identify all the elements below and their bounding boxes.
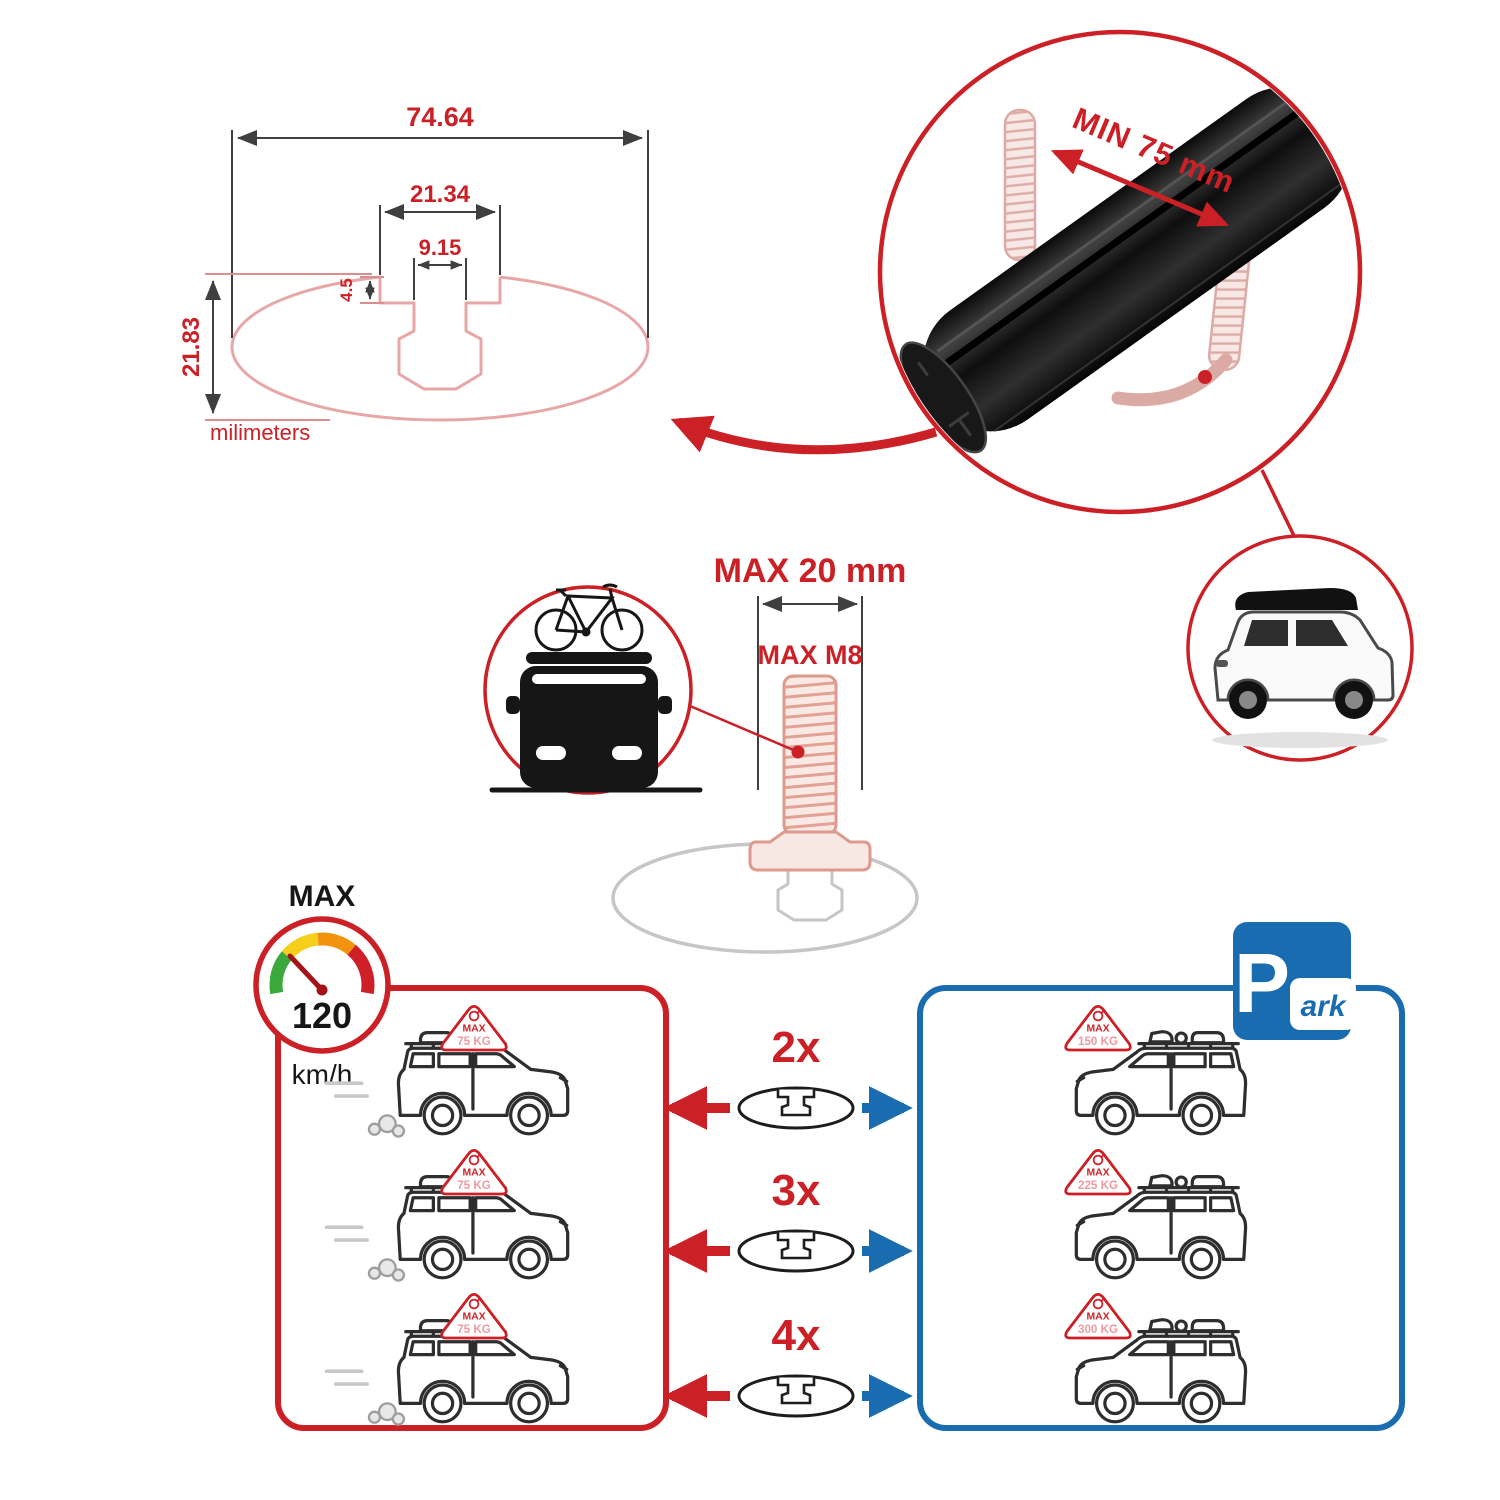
speed-max-label: MAX — [289, 880, 356, 913]
dim-channel-width: 21.34 — [410, 181, 471, 208]
tag-max-label: MAX — [1086, 1168, 1109, 1179]
motion-lines — [324, 1225, 369, 1242]
tag-weight: 75 KG — [457, 1179, 491, 1192]
load-tag: MAX 75 KG — [440, 1005, 508, 1052]
motion-lines — [324, 1081, 369, 1098]
parked-cars — [1074, 1030, 1248, 1424]
speedometer-icon — [269, 932, 375, 996]
multiplier-label: 2x — [772, 1023, 821, 1072]
multiplier-label: 3x — [772, 1166, 821, 1215]
max-thread-label: MAX M8 — [757, 640, 862, 670]
pointer-arrow-icon — [670, 415, 938, 455]
load-tag: MAX 225 KG — [1064, 1149, 1132, 1196]
exhaust-smoke-icon — [367, 1402, 406, 1426]
exhaust-smoke-icon — [367, 1258, 406, 1282]
dim-lip-depth: 4.5 — [337, 278, 356, 302]
circle-connector-line — [1260, 469, 1299, 543]
crossbar-detail-circle: MIN 75 mm — [670, 29, 1363, 543]
parked-load-tags: MAX 150 KG MAX 225 KG MAX 300 KG — [1064, 1005, 1132, 1340]
speed-value: 120 — [292, 995, 352, 1036]
driving-cars — [324, 1030, 570, 1426]
tag-weight: 75 KG — [457, 1323, 491, 1336]
car-illustration — [324, 1318, 570, 1426]
u-bolt-strap — [1111, 353, 1233, 407]
crossbar-count-icon — [737, 1374, 855, 1418]
max-protrusion-label: MAX 20 mm — [714, 552, 907, 590]
exhaust-smoke-icon — [367, 1114, 406, 1138]
tag-max-label: MAX — [1086, 1024, 1109, 1035]
tag-weight: 150 KG — [1078, 1035, 1118, 1048]
load-tag: MAX 75 KG — [440, 1149, 508, 1196]
fixing-point-dot — [1198, 370, 1212, 384]
park-sign: P ark — [1233, 922, 1356, 1040]
crossbar-profile-icon — [230, 272, 650, 422]
car-illustration — [324, 1030, 570, 1138]
tag-max-label: MAX — [462, 1312, 485, 1323]
car-illustration — [324, 1174, 570, 1282]
profile-dimension-diagram: 74.64 21.34 9.15 4.5 21.83 milimeters — [178, 102, 650, 445]
suv-roofbox-circle — [1186, 534, 1414, 762]
bolt-dimension-lines — [757, 596, 863, 790]
tag-weight: 300 KG — [1078, 1323, 1118, 1336]
tag-max-label: MAX — [462, 1168, 485, 1179]
speed-units: km/h — [292, 1059, 353, 1090]
comparison-middle-column: 2x 3x 4x — [663, 1023, 913, 1419]
crossbar-3d — [899, 82, 1357, 454]
leader-line — [689, 704, 799, 754]
crossbar-count-icon — [737, 1229, 855, 1273]
tag-weight: 75 KG — [457, 1035, 491, 1048]
dim-total-width: 74.64 — [406, 102, 474, 132]
multiplier-label: 4x — [772, 1311, 821, 1360]
suv-roofbox-icon — [1212, 588, 1395, 748]
bicycle-icon — [534, 583, 644, 652]
tag-max-label: MAX — [462, 1024, 485, 1035]
tag-max-label: MAX — [1086, 1312, 1109, 1323]
load-tag: MAX 75 KG — [440, 1293, 508, 1340]
dim-slot-width: 9.15 — [419, 235, 462, 260]
car-front-icon — [506, 652, 672, 788]
park-letter: P — [1234, 936, 1290, 1030]
speed-limit-gauge: MAX 120 km/h — [253, 880, 391, 1090]
load-tag: MAX 300 KG — [1064, 1293, 1132, 1340]
load-tag: MAX 150 KG — [1064, 1005, 1132, 1052]
dim-total-height: 21.83 — [178, 317, 205, 377]
dimension-lines — [205, 130, 649, 414]
reference-lines — [205, 273, 384, 421]
driving-load-tags: MAX 75 KG MAX 75 KG MAX 75 KG — [440, 1005, 508, 1340]
tag-weight: 225 KG — [1078, 1179, 1118, 1192]
bike-car-circle — [483, 583, 703, 795]
t-bolt-icon — [748, 674, 872, 872]
units-label: milimeters — [210, 420, 310, 445]
crossbar-count-icon — [737, 1086, 855, 1130]
park-word-rest: ark — [1300, 990, 1346, 1023]
bolt-dimension-diagram: MAX 20 mm MAX M8 — [611, 552, 919, 954]
motion-lines — [324, 1369, 369, 1386]
